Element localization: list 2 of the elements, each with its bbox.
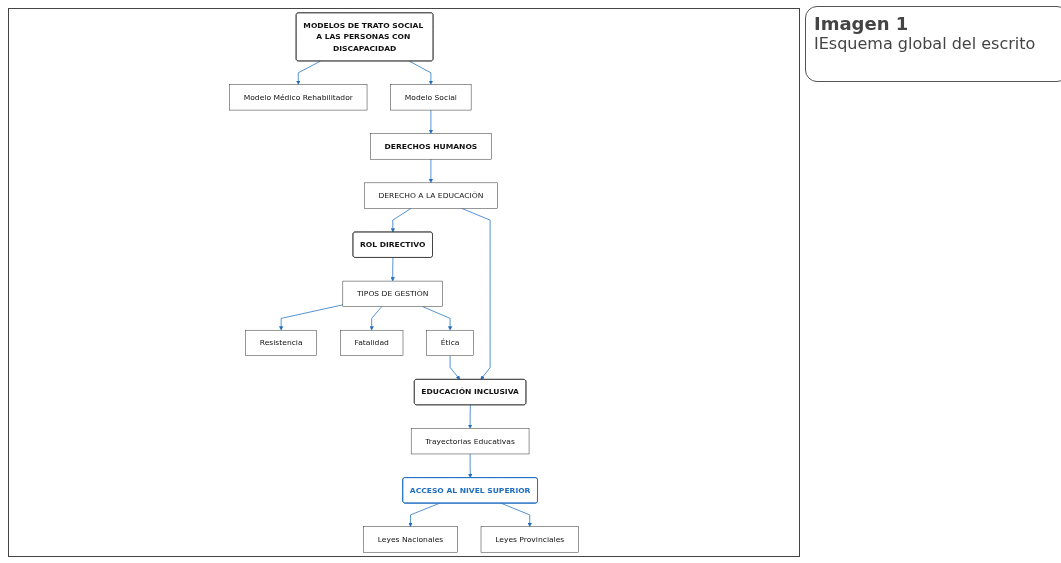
figure-caption: IEsquema global del escrito [814,34,1037,53]
figure-title: Imagen 1 [814,13,910,34]
